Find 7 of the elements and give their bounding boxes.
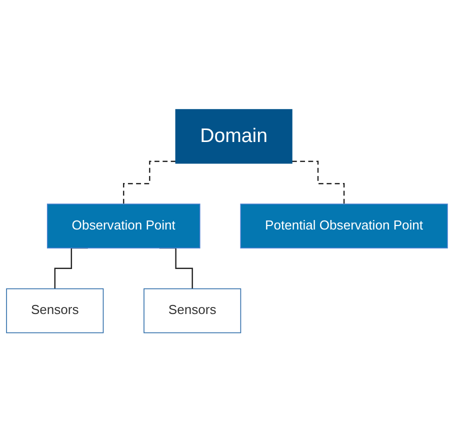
node-box: Sensors [144, 288, 242, 334]
node-box: Sensors [6, 288, 104, 334]
connector [292, 160, 345, 204]
node-box: Potential Observation Point [240, 203, 448, 248]
node-box: Domain [175, 108, 292, 164]
connector [123, 160, 176, 204]
node-box: Observation Point [46, 203, 200, 248]
